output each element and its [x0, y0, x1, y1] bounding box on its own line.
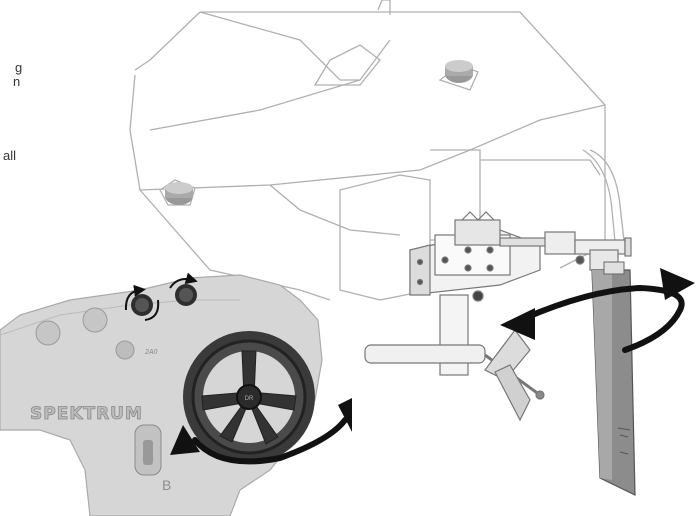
steering-wheel-icon[interactable]: DR [183, 331, 315, 463]
rudder-rotation-arrow-icon [500, 268, 695, 353]
svg-text:2A0: 2A0 [144, 349, 158, 356]
text-fragment-2: n [13, 74, 21, 89]
propeller-assembly [364, 294, 545, 422]
boat-hull [129, 0, 626, 301]
text-fragment-1: g [15, 60, 23, 75]
brand-label: SPEKTRUM [30, 404, 143, 424]
text-fragment-3: all [3, 148, 17, 163]
trim-knob-icon [124, 272, 198, 321]
transmitter: 2A0 SPEKTRUM B [0, 272, 352, 516]
deck-knobs [165, 60, 473, 205]
switch-label: B [162, 477, 171, 493]
rudder-mount [409, 211, 632, 302]
wheel-rotation-arrow-icon [170, 398, 352, 465]
svg-text:DR: DR [245, 396, 254, 402]
rudder-blade [591, 261, 636, 496]
